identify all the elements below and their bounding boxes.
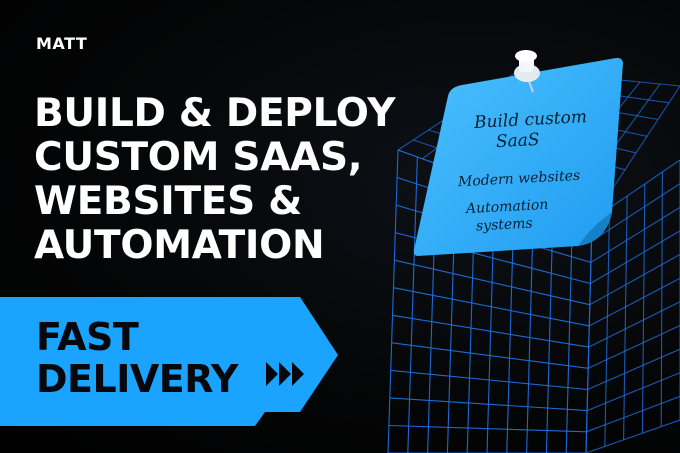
- banner-text: FAST DELIVERY: [36, 316, 238, 400]
- headline: BUILD & DEPLOY CUSTOM SAAS, WEBSITES & A…: [34, 92, 414, 268]
- headline-line-2: CUSTOM SAAS,: [34, 135, 363, 180]
- headline-line-3: WEBSITES &: [34, 179, 302, 224]
- brand-name: MATT: [36, 34, 88, 53]
- note-line-3b: systems: [475, 215, 534, 235]
- note-line-1b: SaaS: [495, 129, 541, 153]
- fast-forward-arrows-icon: [266, 362, 304, 386]
- headline-line-4: AUTOMATION: [34, 223, 325, 268]
- banner-line-2: DELIVERY: [36, 357, 238, 401]
- banner-line-1: FAST: [36, 315, 139, 359]
- headline-line-1: BUILD & DEPLOY: [34, 91, 396, 136]
